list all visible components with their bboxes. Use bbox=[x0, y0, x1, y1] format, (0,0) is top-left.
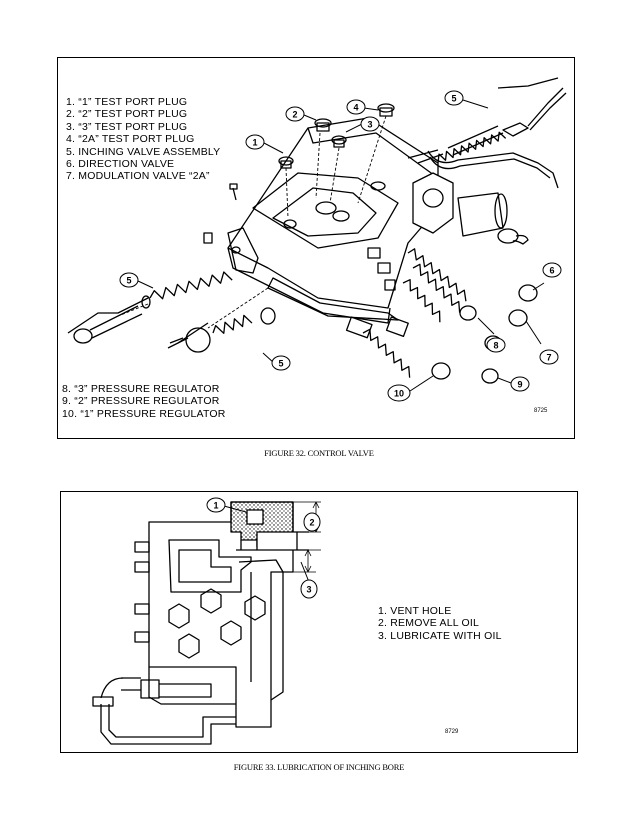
figure-33-drawing-code: 8729 bbox=[445, 729, 459, 735]
figure-33-caption: FIGURE 33. LUBRICATION OF INCHING BORE bbox=[233, 762, 405, 772]
callout-2: 2 bbox=[309, 518, 314, 528]
legend-item: 8. “3” PRESSURE REGULATOR bbox=[62, 383, 220, 395]
callout-3: 3 bbox=[306, 585, 311, 595]
callout-1: 1 bbox=[252, 138, 257, 148]
control-valve-illustration: 1 2 3 4 5 5 5 6 7 bbox=[67, 77, 567, 402]
callout-8: 8 bbox=[493, 341, 498, 351]
inching-bore-illustration: 1 2 3 bbox=[92, 497, 321, 745]
callout-2: 2 bbox=[292, 110, 297, 120]
callout-6: 6 bbox=[549, 266, 554, 276]
figure-32-legend-bottom: 8. “3” PRESSURE REGULATOR 9. “2” PRESSUR… bbox=[62, 383, 226, 420]
callout-5-top: 5 bbox=[451, 94, 456, 104]
figure-32-drawing-code: 8725 bbox=[534, 408, 548, 414]
legend-item: 4. “2A” TEST PORT PLUG bbox=[66, 133, 195, 146]
callout-5-bottom: 5 bbox=[278, 359, 283, 369]
legend-item: 10. “1” PRESSURE REGULATOR bbox=[62, 407, 226, 420]
figure-32-legend-top: 1. “1” TEST PORT PLUG 2. “2” TEST PORT P… bbox=[66, 96, 220, 183]
legend-item: 2. REMOVE ALL OIL bbox=[378, 617, 480, 630]
figure-32-panel: 1. “1” TEST PORT PLUG 2. “2” TEST PORT P… bbox=[57, 57, 575, 439]
callout-4: 4 bbox=[353, 103, 358, 113]
legend-item: 3. “3” TEST PORT PLUG bbox=[66, 120, 188, 133]
callout-9: 9 bbox=[517, 380, 522, 390]
callout-1: 1 bbox=[213, 501, 218, 511]
callout-7: 7 bbox=[546, 353, 551, 363]
legend-item: 1. VENT HOLE bbox=[378, 605, 452, 617]
callout-5-left: 5 bbox=[126, 276, 131, 286]
figure-32-caption: FIGURE 32. CONTROL VALVE bbox=[264, 448, 374, 458]
legend-item: 6. DIRECTION VALVE bbox=[66, 158, 175, 171]
legend-item: 1. “1” TEST PORT PLUG bbox=[66, 96, 188, 108]
callout-3: 3 bbox=[367, 120, 372, 130]
legend-item: 5. INCHING VALVE ASSEMBLY bbox=[66, 145, 221, 158]
legend-item: 9. “2” PRESSURE REGULATOR bbox=[62, 395, 220, 408]
legend-item: 7. MODULATION VALVE “2A” bbox=[66, 170, 210, 183]
legend-item: 2. “2” TEST PORT PLUG bbox=[66, 108, 188, 121]
figure-33-panel: 1 2 3 1. VENT HOLE 2. REMOVE ALL OIL 3. … bbox=[60, 491, 578, 753]
legend-item: 3. LUBRICATE WITH OIL bbox=[378, 629, 502, 642]
figure-33-legend: 1. VENT HOLE 2. REMOVE ALL OIL 3. LUBRIC… bbox=[378, 605, 502, 642]
callout-10: 10 bbox=[394, 389, 404, 399]
